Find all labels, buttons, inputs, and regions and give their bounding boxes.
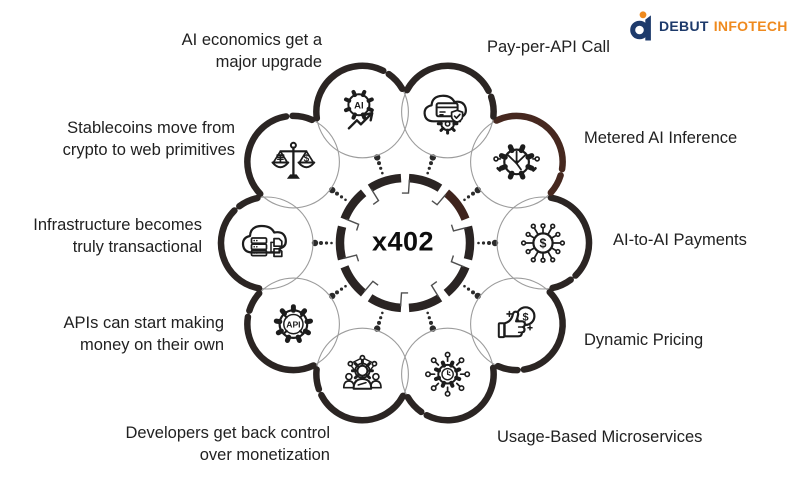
- developer-community-icon: [342, 354, 382, 390]
- connector-dots: [374, 154, 384, 175]
- connector-dots: [426, 311, 436, 332]
- satellite-arc: [547, 194, 593, 279]
- label-line: Usage-Based Microservices: [497, 428, 703, 446]
- satellite-arc: [246, 290, 263, 314]
- svg-text:$: $: [304, 154, 310, 165]
- satellite-arc: [289, 112, 316, 124]
- ring-hook: [450, 224, 467, 232]
- satellite-arc: [404, 394, 425, 416]
- connector-dots: [329, 186, 347, 202]
- satellite-arc: [494, 362, 521, 374]
- connector-dots: [426, 154, 436, 175]
- cloud-server-icon: [241, 224, 287, 258]
- label-ai-economics-upgrade: AI economics get a major upgrade: [182, 29, 322, 73]
- ring-hook: [450, 255, 465, 268]
- connector-dots: [463, 284, 481, 300]
- center-ring-segment: [367, 294, 402, 313]
- label-usage-based-microservices: Usage-Based Microservices: [497, 426, 702, 448]
- balance-scale-icon: $: [271, 141, 316, 179]
- label-line: crypto to web primitives: [62, 141, 235, 159]
- center-ring-segment: [443, 189, 470, 221]
- brand-logo: DEBUT INFOTECH: [630, 11, 788, 41]
- satellite-arc: [244, 113, 290, 198]
- label-line: Infrastructure becomes: [33, 216, 202, 234]
- metered-gear-icon: [493, 144, 540, 180]
- svg-text:$: $: [540, 236, 547, 250]
- label-line: AI economics get a: [181, 31, 322, 49]
- satellite-arc: [493, 112, 566, 173]
- center-ring-segment: [335, 225, 347, 261]
- brand-name-primary: DEBUT: [659, 18, 709, 34]
- satellite-arc: [318, 391, 407, 424]
- connector-dots: [374, 311, 384, 332]
- label-line: Pay-per-API Call: [487, 38, 610, 56]
- center-ring-segment: [408, 294, 443, 313]
- label-stablecoins-web-primitives: Stablecoins move from crypto to web primi…: [63, 117, 235, 161]
- satellite-arc: [487, 93, 497, 120]
- ring-hook: [430, 281, 440, 298]
- satellite-arc: [423, 364, 497, 424]
- label-line: Developers get back control: [125, 424, 330, 442]
- label-line: money on their own: [80, 336, 224, 354]
- ai-gear-trend-icon: AI: [343, 89, 374, 130]
- satellite-arc: [547, 172, 564, 196]
- connector-dots: [463, 186, 481, 202]
- label-apis-make-money: APIs can start making money on their own: [64, 312, 224, 356]
- label-line: Metered AI Inference: [584, 129, 738, 147]
- label-metered-ai-inference: Metered AI Inference: [584, 127, 737, 149]
- ring-hook: [431, 193, 447, 206]
- satellite-arc: [313, 62, 387, 122]
- ring-hook: [345, 218, 360, 231]
- center-ring-segment: [340, 265, 367, 297]
- satellite-arc: [385, 70, 406, 92]
- satellite-arc: [403, 62, 492, 95]
- center-ring-segment: [408, 173, 443, 192]
- ring-hook: [370, 188, 380, 205]
- label-line: over monetization: [199, 446, 330, 464]
- api-gear-icon: API: [273, 304, 313, 344]
- ring-hook: [399, 292, 409, 307]
- label-line: Stablecoins move from: [67, 119, 235, 137]
- debut-infotech-logo-icon: [630, 11, 651, 41]
- center-ring-segment: [367, 173, 402, 192]
- center-ring-segment: [463, 225, 475, 261]
- label-infrastructure-transactional: Infrastructure becomes truly transactiona…: [33, 214, 202, 258]
- cloud-payment-icon: [423, 94, 467, 135]
- satellite-arc: [313, 366, 323, 393]
- center-ring-segment: [340, 189, 367, 221]
- ring-hook: [401, 179, 411, 194]
- label-line: AI-to-AI Payments: [613, 231, 747, 249]
- svg-text:API: API: [286, 319, 300, 329]
- label-line: truly transactional: [72, 238, 202, 256]
- center-label: x402: [371, 226, 435, 257]
- connector-dots: [311, 239, 333, 247]
- microservices-hub-icon: [425, 351, 471, 397]
- satellite-arc: [549, 276, 574, 292]
- ring-hook: [343, 254, 360, 262]
- thumb-coin-icon: $: [497, 306, 536, 339]
- svg-text:AI: AI: [354, 100, 364, 111]
- satellite-arc: [520, 288, 566, 373]
- brand-name-secondary: INFOTECH: [713, 18, 788, 34]
- label-pay-per-api-call: Pay-per-API Call: [487, 36, 610, 58]
- label-line: major upgrade: [215, 53, 322, 71]
- center-ring-segment: [443, 265, 470, 297]
- satellite-arc: [236, 194, 261, 210]
- connector-dots: [329, 284, 347, 300]
- label-line: APIs can start making: [63, 314, 224, 332]
- ring-hook: [363, 280, 379, 293]
- label-developers-control: Developers get back control over monetiza…: [125, 422, 330, 466]
- satellite-arc: [244, 313, 317, 374]
- circuit-dollar-icon: $: [520, 223, 566, 263]
- connector-dots: [477, 239, 499, 247]
- label-dynamic-pricing: Dynamic Pricing: [584, 329, 703, 351]
- label-ai-to-ai-payments: AI-to-AI Payments: [613, 229, 747, 251]
- label-line: Dynamic Pricing: [584, 331, 704, 349]
- satellite-arc: [217, 207, 263, 292]
- svg-text:$: $: [523, 311, 529, 323]
